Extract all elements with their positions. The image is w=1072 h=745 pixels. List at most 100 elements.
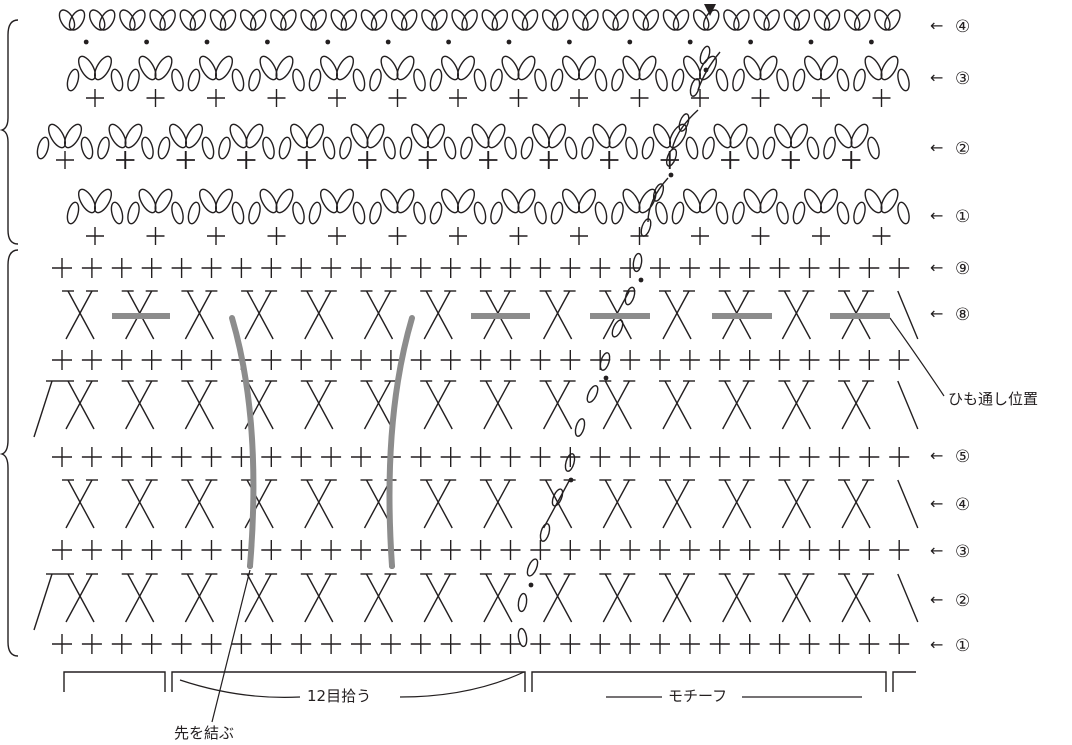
crossed-stitch-mark <box>781 573 810 623</box>
crossed-stitch-mark <box>67 380 95 430</box>
crossed-stitch-mark <box>365 573 394 623</box>
crossed-stitch-mark <box>425 573 453 623</box>
chain-loop-mark <box>245 123 264 149</box>
crossed-stitch-mark <box>841 479 869 529</box>
crossed-stitch-mark <box>186 573 215 623</box>
chain-loop-mark <box>853 201 866 225</box>
chain-loop-mark <box>335 55 355 81</box>
chain-loop-mark <box>413 68 426 92</box>
chain-loop-mark <box>638 55 657 81</box>
chain-loop-mark <box>259 55 278 81</box>
chain-loop-mark <box>198 55 218 81</box>
chain-loop-mark <box>77 188 97 214</box>
crossed-stitch-mark <box>485 573 513 623</box>
crossed-stitch-mark <box>304 479 332 529</box>
crossed-stitch-mark <box>186 290 215 340</box>
crossed-stitch-mark <box>664 380 692 430</box>
stitch-dot <box>446 39 451 45</box>
crossed-stitch-mark <box>664 290 692 340</box>
chain-loop-mark <box>819 55 839 81</box>
chain-loop-mark <box>300 9 317 31</box>
stitch-dot <box>627 39 633 45</box>
crossed-stitch-mark <box>244 479 272 529</box>
row-label-number: ② <box>955 139 970 159</box>
stitch-dot <box>385 39 391 45</box>
row-label-number: ④ <box>955 17 970 37</box>
crossed-stitch-mark <box>604 573 632 623</box>
crossed-stitch-mark <box>365 380 394 430</box>
chain-loop-mark <box>119 9 136 31</box>
chain-loop-mark <box>229 123 248 149</box>
crossed-stitch-mark <box>33 380 53 438</box>
crossed-stitch-mark <box>485 479 513 529</box>
chain-loop-mark <box>853 68 866 92</box>
row-label-number: ③ <box>955 542 970 562</box>
crossed-stitch-mark <box>602 380 630 430</box>
chain-loop-mark <box>88 9 106 31</box>
chain-loop-mark <box>36 136 50 160</box>
chain-loop-mark <box>456 188 476 214</box>
chain-loop-mark <box>897 201 910 225</box>
row-label-arrow: ← <box>930 138 943 157</box>
stitch-dot <box>687 39 693 45</box>
chain-loop-mark <box>836 68 850 92</box>
chain-loop-mark <box>47 123 67 149</box>
chain-loop-mark <box>867 136 880 160</box>
chain-loop-mark <box>352 68 366 92</box>
chain-loop-mark <box>733 9 750 31</box>
chain-loop-mark <box>110 201 124 225</box>
chain-loop-mark <box>68 9 86 31</box>
crossed-stitch-mark <box>244 290 272 340</box>
chain-loop-mark <box>154 55 173 81</box>
chain-loop-mark <box>473 68 487 92</box>
chain-loop-mark <box>698 188 718 214</box>
chain-loop-mark <box>641 136 655 160</box>
chain-loop-mark <box>275 188 294 214</box>
chain-loop-mark <box>864 55 883 81</box>
chain-loop-mark <box>440 188 460 214</box>
joining-chain-mark <box>526 558 539 577</box>
chain-loop-mark <box>746 136 759 160</box>
chain-loop-mark <box>638 188 657 214</box>
chain-loop-mark <box>360 9 378 31</box>
crossed-stitch-mark <box>722 380 750 430</box>
chain-loop-mark <box>776 68 789 92</box>
crossed-stitch-mark <box>662 380 690 430</box>
chain-loop-mark <box>481 9 499 31</box>
crossed-stitch-mark <box>897 479 919 529</box>
crossed-stitch-mark <box>781 380 810 430</box>
motif-bracket <box>892 671 916 692</box>
crossed-stitch-mark <box>483 479 511 529</box>
row-label-number: ④ <box>955 495 970 515</box>
chain-loop-mark <box>776 201 789 225</box>
chain-loop-mark <box>622 188 641 214</box>
crossed-stitch-mark <box>363 380 392 430</box>
crossed-stitch-mark <box>365 290 394 340</box>
crossed-stitch-mark <box>544 290 573 340</box>
chain-loop-mark <box>421 9 438 31</box>
chain-loop-mark <box>715 68 729 92</box>
chain-loop-mark <box>335 188 355 214</box>
row-label-arrow: ← <box>930 446 943 465</box>
chain-loop-mark <box>429 201 443 225</box>
chain-loop-mark <box>843 9 861 31</box>
chain-loop-mark <box>308 201 322 225</box>
joining-chain-mark <box>652 183 665 202</box>
crossed-stitch-mark <box>306 573 334 623</box>
chain-loop-mark <box>743 55 762 81</box>
stitch-dot <box>603 375 609 381</box>
crossed-stitch-mark <box>363 479 392 529</box>
chain-loop-mark <box>410 123 430 149</box>
chain-loop-mark <box>541 9 559 31</box>
crossed-stitch-mark <box>483 380 511 430</box>
chain-loop-mark <box>834 123 853 149</box>
chain-loop-mark <box>292 201 305 225</box>
joining-chain-mark <box>640 218 652 237</box>
chain-loop-mark <box>732 68 745 92</box>
chain-loop-mark <box>187 68 201 92</box>
row-label-number: ⑤ <box>955 447 970 467</box>
row-label-arrow: ← <box>930 206 943 225</box>
chain-loop-mark <box>491 9 509 31</box>
chain-loop-mark <box>864 188 883 214</box>
